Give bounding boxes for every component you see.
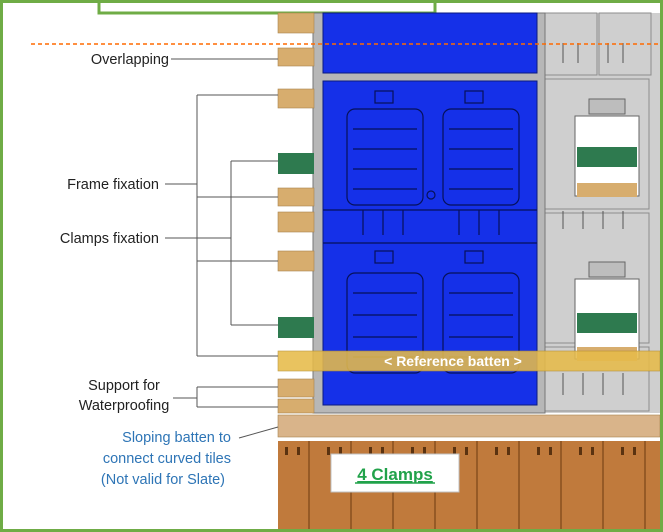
roof-tiles-right [541, 12, 660, 413]
installation-diagram: < Reference batten > 4 Clamps [31, 3, 660, 529]
clamps-left [278, 153, 314, 338]
battens-left [277, 12, 315, 414]
clamps-badge-label: 4 Clamps [357, 465, 433, 484]
clamps-badge: 4 Clamps [330, 453, 460, 493]
reference-batten: < Reference batten > [277, 350, 660, 372]
label-support-line2: Waterproofing [79, 398, 170, 414]
label-sloping-line2: connect curved tiles [103, 451, 231, 467]
labels: Overlapping Frame fixation Clamps fixati… [60, 52, 231, 488]
panel-top [322, 12, 538, 74]
label-overlapping: Overlapping [91, 52, 169, 68]
label-sloping-line1: Sloping batten to [122, 430, 231, 446]
reference-batten-label: < Reference batten > [384, 353, 522, 369]
label-support-line1: Support for [88, 378, 160, 394]
top-tab [97, 3, 437, 15]
label-frame-fixation: Frame fixation [67, 177, 159, 193]
label-sloping-line3: (Not valid for Slate) [101, 472, 225, 488]
leader-lines [165, 58, 279, 439]
sloping-batten [277, 414, 660, 438]
label-clamps-fixation: Clamps fixation [60, 231, 159, 247]
